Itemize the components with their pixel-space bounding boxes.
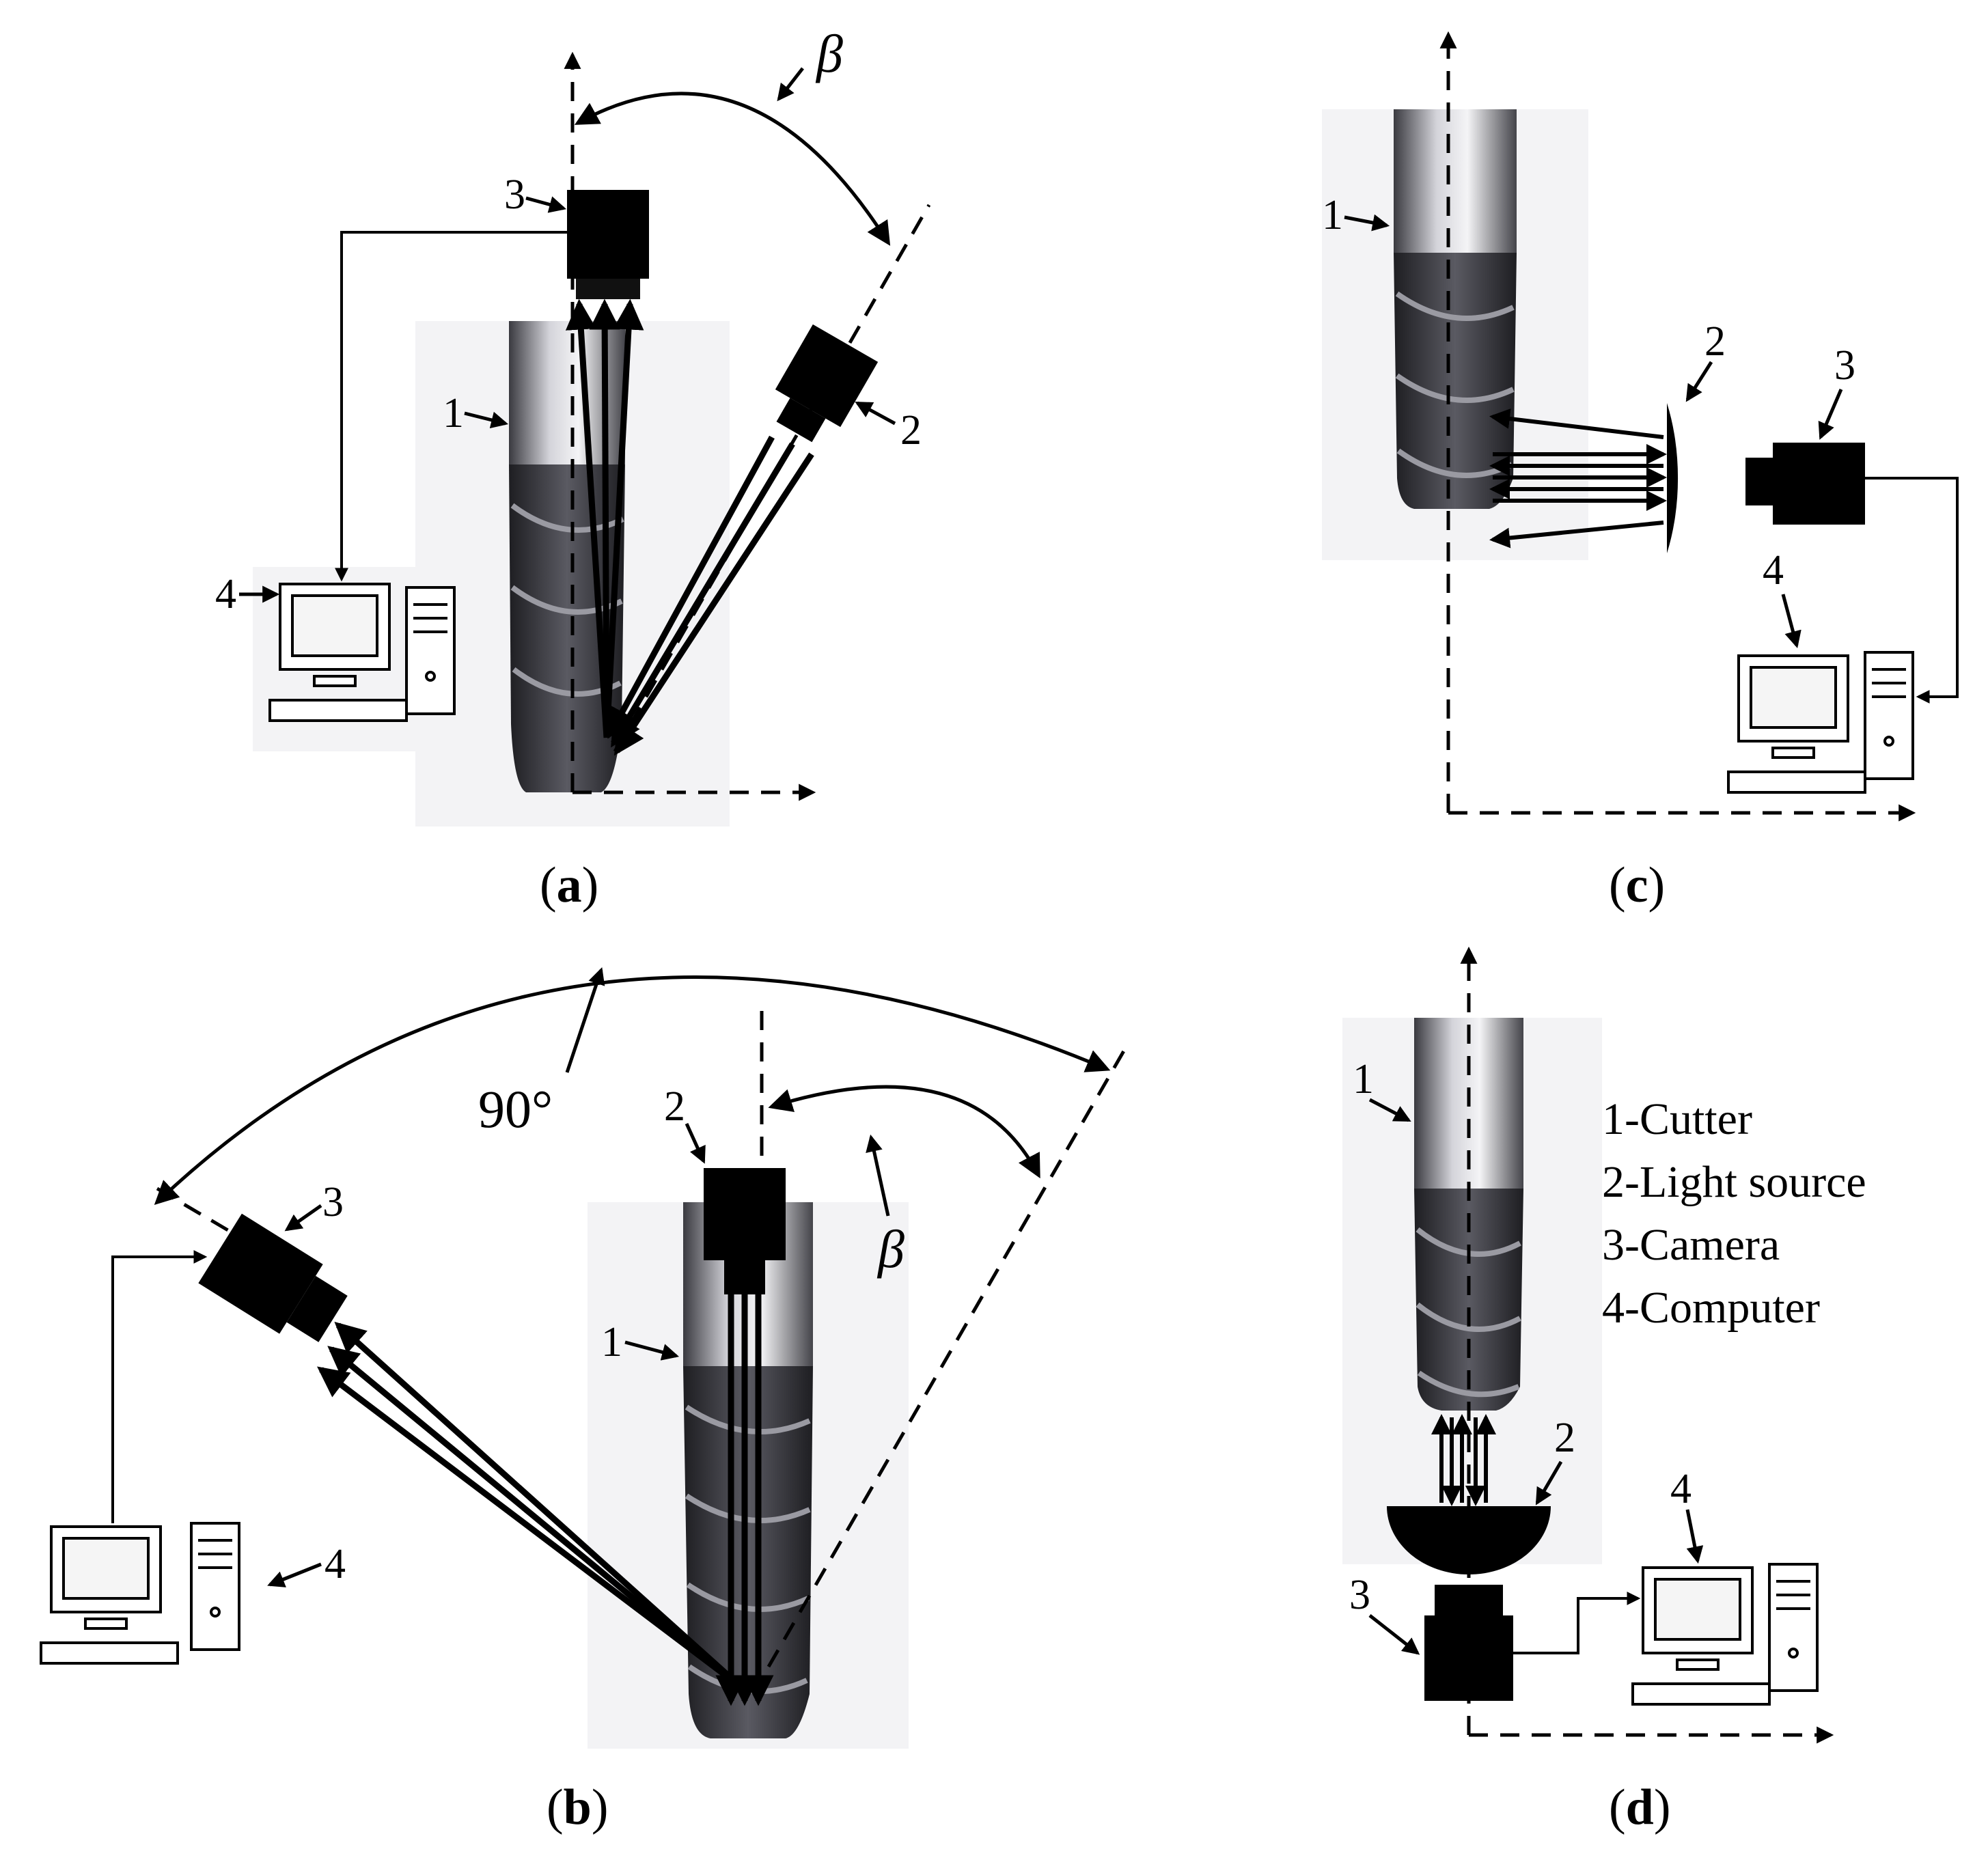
light-source-a [775,324,879,443]
caption-b: (b) [547,1779,608,1835]
label-light-d: 2 [1554,1415,1575,1461]
computer-c [1727,651,1914,794]
label-computer-a: 4 [215,571,236,617]
right-angle-pointer-b [565,967,605,1073]
camera-a [567,190,649,299]
label-light-b: 2 [664,1083,685,1130]
label-light-a: 2 [900,407,922,454]
legend-item-camera: 3-Camera [1602,1220,1780,1270]
label-cutter-d: 1 [1353,1056,1374,1102]
cable-d [1513,1592,1641,1654]
label-camera-b: 3 [322,1179,344,1225]
legend-item-light-source: 2-Light source [1602,1157,1866,1207]
camera-c [1745,443,1865,525]
label-camera-c: 3 [1834,342,1855,389]
label-computer-b: 4 [325,1541,346,1587]
right-angle-arc-b [154,975,1111,1206]
cable-b [111,1250,208,1523]
light-source-d [1387,1506,1551,1574]
rays-a-light [607,435,814,756]
angle-label-a: β [815,24,843,83]
panel-b: 90° β 1 2 3 4 (b) [40,967,1129,1835]
panel-d: 1 2 3 4 (d) 1-Cutter 2-Light source 3-Ca… [1342,946,1866,1835]
panel-a: β 1 3 2 4 (a) [215,24,931,913]
cutter-c [1394,109,1517,509]
beta-pointer-a [777,67,804,102]
label-computer-d: 4 [1670,1466,1692,1512]
beta-pointer-b [866,1134,890,1217]
rays-b-camera [317,1321,744,1690]
right-angle-label-b: 90° [478,1079,553,1139]
label-cutter-a: 1 [443,390,464,436]
legend-item-computer: 4-Computer [1602,1283,1820,1333]
cable-c [1865,477,1959,704]
label-camera-a: 3 [504,171,525,218]
legend-item-cutter: 1-Cutter [1602,1094,1752,1144]
cable-a [335,231,567,582]
angle-label-b: β [876,1219,905,1279]
caption-a: (a) [540,857,598,913]
camera-b [198,1213,348,1342]
computer-b [40,1522,240,1665]
beta-arc-a [574,92,891,246]
legend: 1-Cutter 2-Light source 3-Camera 4-Compu… [1602,1094,1866,1333]
caption-c: (c) [1609,857,1665,913]
rays-a-camera [565,299,644,738]
caption-d: (d) [1609,1779,1670,1835]
beta-arc-b [768,1085,1040,1179]
light-source-c [1667,403,1679,553]
camera-d [1424,1585,1513,1701]
rays-c [1489,408,1667,549]
rays-d [1431,1414,1496,1506]
label-computer-c: 4 [1763,547,1784,594]
computer-d [1631,1563,1819,1706]
computer-a [268,583,456,722]
label-cutter-c: 1 [1322,192,1343,238]
rays-b-light [715,1294,774,1706]
label-cutter-b: 1 [601,1319,622,1365]
label-camera-d: 3 [1349,1572,1370,1618]
label-light-c: 2 [1704,318,1726,365]
panel-c: 1 2 3 4 (c) [1322,31,1959,913]
